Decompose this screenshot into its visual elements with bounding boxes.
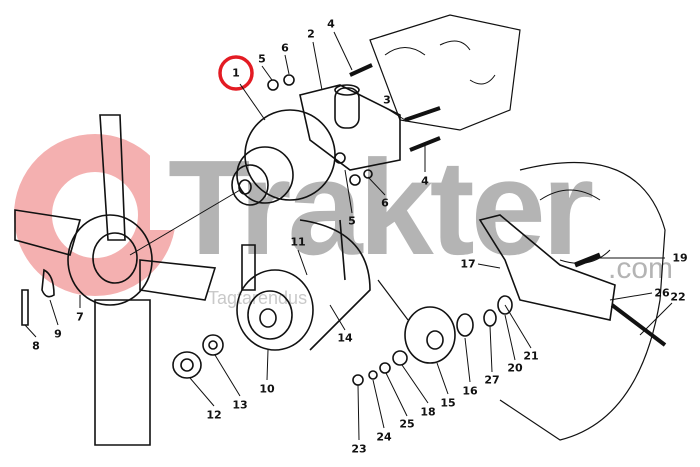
fan-hub bbox=[67, 214, 153, 306]
callout-20: 20 bbox=[507, 361, 523, 375]
callout-27: 27 bbox=[484, 373, 500, 387]
fan-belt bbox=[299, 219, 371, 351]
watermark-tagline: Tagtarendus bbox=[208, 288, 308, 308]
tensioner-bracket bbox=[478, 214, 616, 321]
callout-19: 19 bbox=[672, 251, 688, 265]
water-pump-housing bbox=[299, 84, 401, 171]
callout-21: 21 bbox=[523, 349, 539, 363]
callout-12: 12 bbox=[206, 408, 222, 422]
callout-14: 14 bbox=[337, 331, 353, 345]
callout-4: 4 bbox=[327, 17, 335, 31]
callout-1: 1 bbox=[232, 66, 240, 80]
callout-9: 9 bbox=[54, 327, 62, 341]
watermark-brand: Trakter bbox=[168, 132, 594, 283]
callout-23: 23 bbox=[351, 442, 367, 456]
idler-pulley bbox=[404, 306, 456, 364]
callout-17: 17 bbox=[460, 257, 476, 271]
callout-13: 13 bbox=[232, 398, 248, 412]
callout-10: 10 bbox=[259, 382, 275, 396]
callout-26: 26 bbox=[654, 286, 670, 300]
callout-4: 4 bbox=[421, 174, 429, 188]
callout-16: 16 bbox=[462, 384, 478, 398]
fan-blade bbox=[99, 114, 126, 241]
callout-6: 6 bbox=[281, 41, 289, 55]
washer bbox=[202, 334, 224, 356]
callout-11: 11 bbox=[290, 235, 306, 249]
nut bbox=[172, 351, 202, 379]
callout-15: 15 bbox=[440, 396, 456, 410]
callout-18: 18 bbox=[420, 405, 436, 419]
callout-5: 5 bbox=[348, 214, 356, 228]
callout-8: 8 bbox=[32, 339, 40, 353]
callout-25: 25 bbox=[399, 417, 415, 431]
callout-3: 3 bbox=[383, 93, 391, 107]
callout-6: 6 bbox=[381, 196, 389, 210]
callout-22: 22 bbox=[670, 290, 686, 304]
crank-pulley bbox=[236, 269, 314, 351]
callout-7: 7 bbox=[76, 310, 84, 324]
callout-2: 2 bbox=[307, 27, 315, 41]
timing-cover bbox=[499, 161, 666, 441]
outlet-pipe bbox=[334, 87, 360, 129]
callout-5: 5 bbox=[258, 52, 266, 66]
callout-24: 24 bbox=[376, 430, 392, 444]
